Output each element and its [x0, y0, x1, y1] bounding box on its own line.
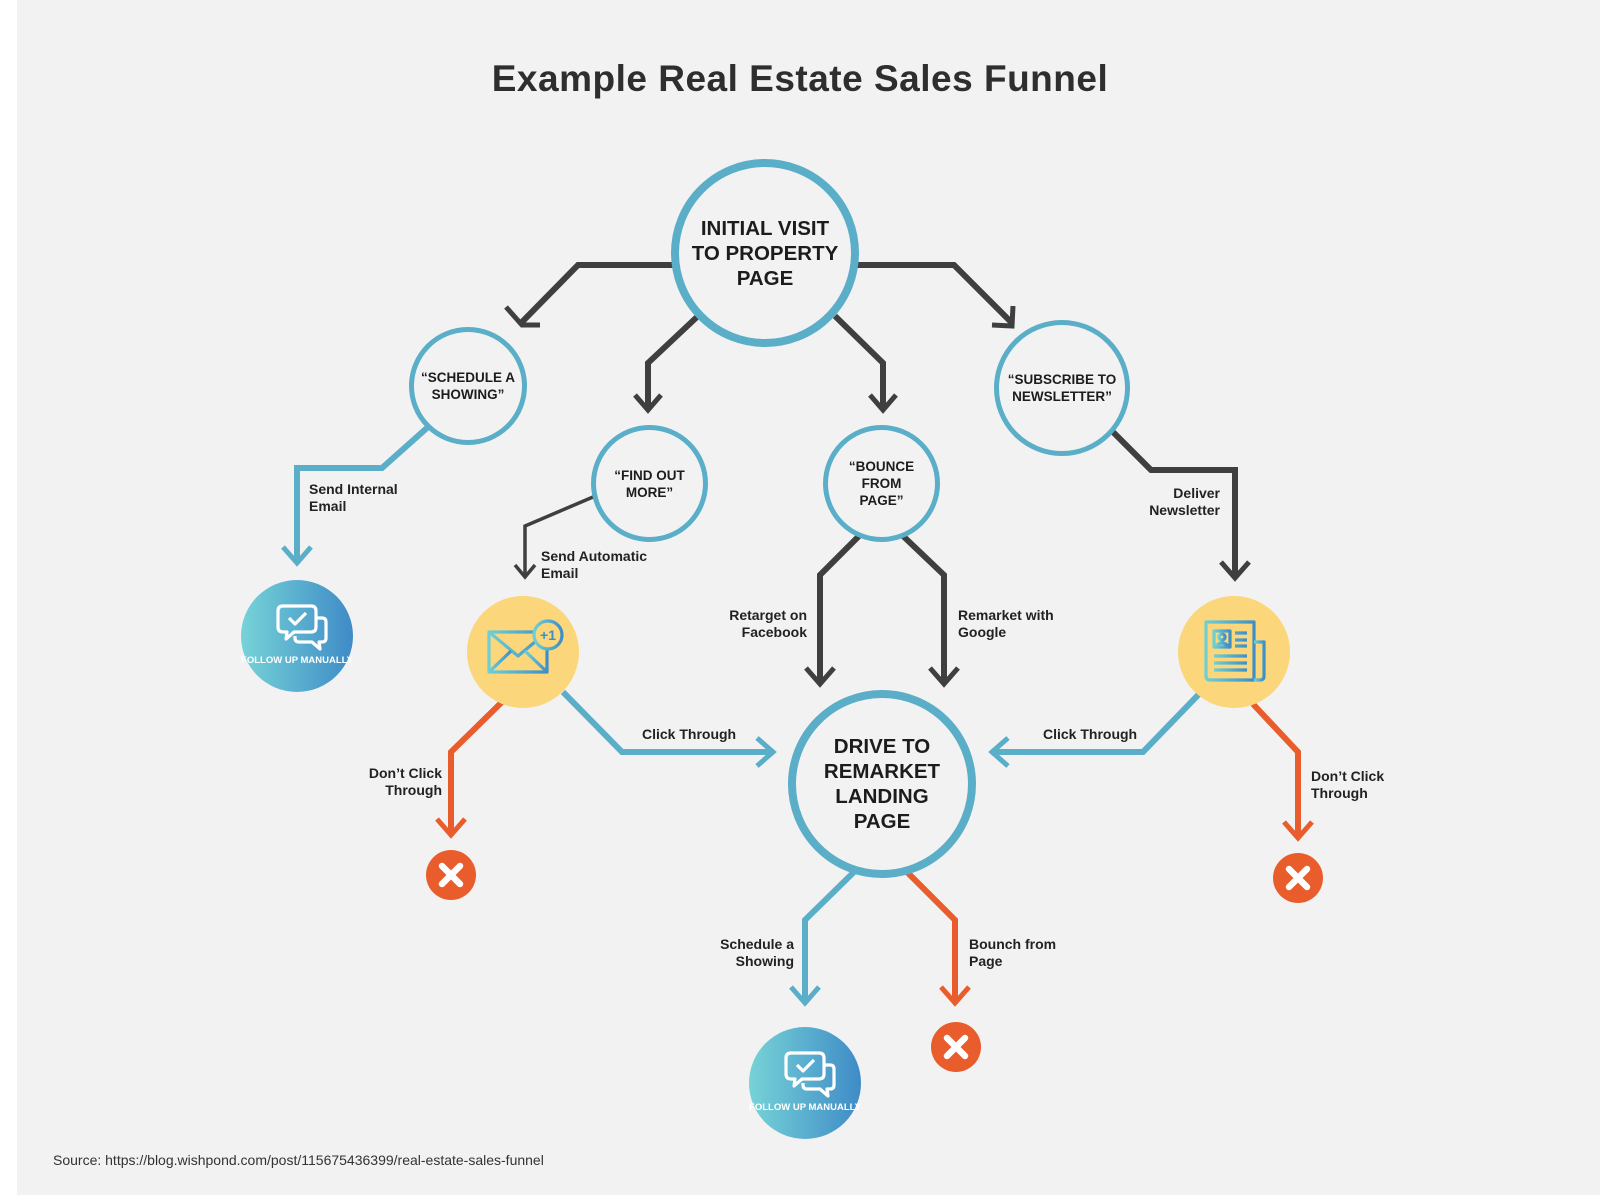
label-send-internal-email: Send Internal Email [309, 481, 398, 514]
label-schedule-showing: Schedule a Showing [720, 936, 794, 969]
arrow-to-schedule [519, 262, 673, 325]
node-subscribe-newsletter-label: “SUBSCRIBE TO NEWSLETTER” [1007, 372, 1117, 404]
chat-check-icon [276, 604, 328, 651]
arrow-schedule-showing [802, 867, 859, 1002]
chat-check-icon [784, 1051, 836, 1098]
follow-up-left-label: FOLLOW UP MANUALLY [241, 655, 353, 666]
email-badge: +1 [540, 627, 556, 643]
label-dont-click-right: Don’t Click Through [1311, 768, 1385, 801]
node-schedule-showing-label: “SCHEDULE A SHOWING” [420, 370, 515, 402]
arrow-bounch-from-page [902, 867, 958, 1002]
node-drive-to-remarket-label: DRIVE TO REMARKET LANDING PAGE [823, 735, 941, 833]
label-retarget-facebook: Retarget on Facebook [729, 607, 807, 640]
node-find-out-more-label: “FIND OUT MORE” [614, 467, 685, 500]
envelope-icon: +1 [487, 619, 564, 674]
arrow-to-bounce [832, 313, 886, 410]
node-schedule-showing: “SCHEDULE A SHOWING” [409, 327, 527, 445]
arrow-click-through-right [993, 689, 1204, 755]
x-icon [1285, 865, 1311, 891]
follow-up-bottom-label: FOLLOW UP MANUALLY [749, 1102, 861, 1113]
arrow-remarket [899, 532, 947, 683]
x-icon [438, 862, 464, 888]
label-dont-click-left: Don’t Click Through [368, 765, 442, 798]
newsletter-icon-circle [1178, 596, 1290, 708]
orange-connectors [435, 699, 1314, 1007]
stop-icon-left [426, 850, 476, 900]
arrow-to-subscribe [856, 262, 1014, 325]
node-bounce-from-page: “BOUNCE FROM PAGE” [823, 425, 940, 542]
label-click-through-left: Click Through [642, 726, 737, 742]
node-initial-visit: INITIAL VISIT TO PROPERTY PAGE [671, 159, 859, 347]
node-drive-to-remarket: DRIVE TO REMARKET LANDING PAGE [788, 690, 976, 878]
label-bounch-from-page: Bounch from Page [969, 936, 1057, 969]
node-bounce-from-page-label: “BOUNCE FROM PAGE” [848, 459, 915, 508]
node-initial-visit-label: INITIAL VISIT TO PROPERTY PAGE [691, 216, 839, 290]
arrow-click-through-left [560, 689, 772, 755]
arrow-retarget [817, 532, 863, 683]
follow-up-icon-bottom: FOLLOW UP MANUALLY [749, 1027, 861, 1139]
arrow-send-internal [294, 424, 430, 562]
arrow-dont-click-left [448, 699, 505, 834]
arrow-deliver-newsletter [1110, 429, 1238, 577]
node-find-out-more: “FIND OUT MORE” [591, 425, 708, 542]
diagram-title: Example Real Estate Sales Funnel [491, 58, 1109, 99]
source-citation: Source: https://blog.wishpond.com/post/1… [53, 1152, 544, 1168]
stop-icon-right [1273, 853, 1323, 903]
follow-up-icon-left: FOLLOW UP MANUALLY [241, 580, 353, 692]
arrow-send-email [523, 495, 594, 575]
stop-icon-bottom [931, 1022, 981, 1072]
label-remarket-google: Remarket with Google [958, 607, 1054, 640]
label-click-through-right: Click Through [1043, 726, 1138, 742]
label-deliver-newsletter: Deliver Newsletter [1149, 485, 1220, 518]
label-send-automatic-email: Send Automatic Email [541, 548, 648, 581]
arrow-to-find-out [645, 313, 701, 410]
arrow-dont-click-right [1250, 701, 1301, 837]
dark-connectors [504, 262, 1251, 688]
x-icon [943, 1034, 969, 1060]
email-icon-circle: +1 [467, 596, 579, 708]
newspaper-icon [1204, 620, 1266, 682]
teal-connectors [281, 424, 1204, 1007]
node-subscribe-newsletter: “SUBSCRIBE TO NEWSLETTER” [994, 320, 1130, 456]
